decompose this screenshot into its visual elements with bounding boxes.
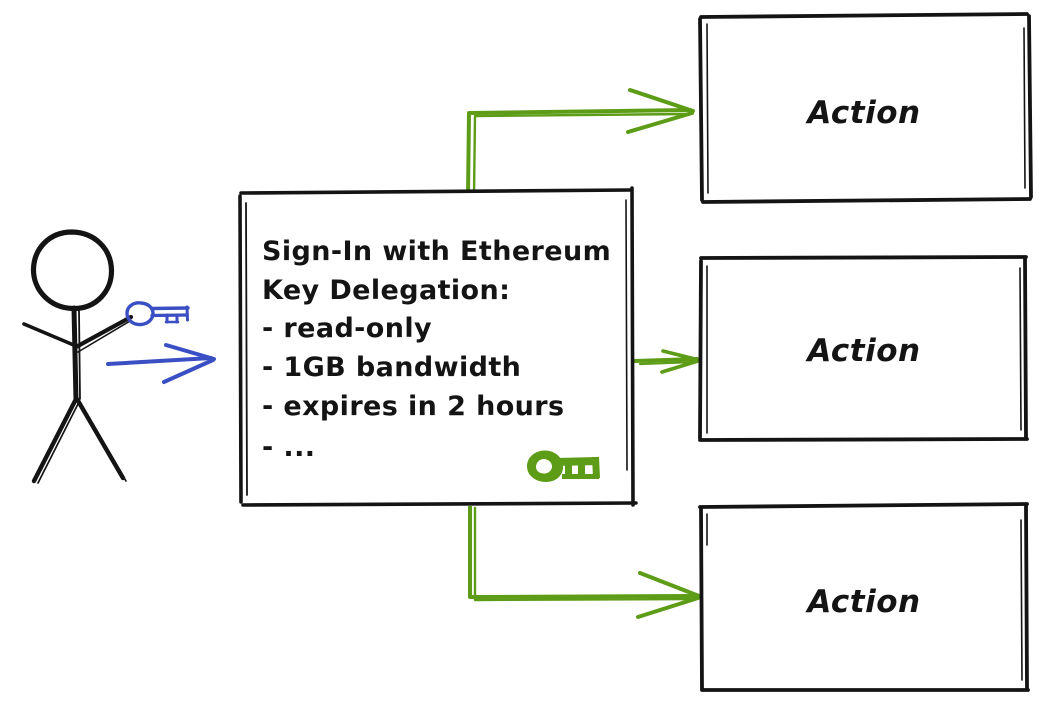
delegation-card-border-left-accent xyxy=(245,202,248,496)
card-heading-line-1: Sign-In with Ethereum xyxy=(262,236,611,267)
arrow-user-to-card-head-top xyxy=(164,343,216,361)
connector-to-action-3-head-bottom xyxy=(636,596,700,619)
delegation-card-border-bottom xyxy=(241,501,638,507)
connector-to-action-3 xyxy=(468,502,701,619)
delegation-card-border-right-accent xyxy=(625,199,628,471)
key-icon-blue-tooth-end xyxy=(185,305,189,322)
key-icon-blue-shaft-top xyxy=(150,306,190,311)
key-icon-green-bow-hole xyxy=(536,459,552,474)
stick-figure-left-leg-accent xyxy=(37,401,80,484)
stick-figure-torso-accent xyxy=(78,309,81,400)
action-box-1-border-top xyxy=(699,12,1029,19)
stick-figure-head-accent xyxy=(36,287,76,311)
action-box-2-label: Action xyxy=(804,333,920,369)
connector-to-action-3-head-top xyxy=(638,571,701,598)
action-box-1-border-right-accent xyxy=(1023,27,1026,189)
action-box-1-border-left-accent xyxy=(706,23,709,194)
action-box-3-border-left xyxy=(699,507,704,691)
action-box-2-border-left xyxy=(698,259,703,440)
key-icon-green-tooth-base xyxy=(562,474,599,479)
key-icon-green-tooth-end xyxy=(592,457,600,478)
action-box-2[interactable]: Action xyxy=(698,255,1029,442)
stick-figure-right-arm-accent xyxy=(77,320,131,353)
action-box-1-border-right xyxy=(1027,14,1033,199)
arrow-user-to-card xyxy=(106,343,216,384)
card-item-2: - expires in 2 hours xyxy=(262,391,564,422)
connector-to-action-1-head-bottom xyxy=(626,111,694,134)
card-item-3: - ... xyxy=(262,432,315,463)
connector-to-action-1-path xyxy=(466,108,692,198)
key-icon-green-tooth-2 xyxy=(578,465,585,476)
action-box-1-border-bottom xyxy=(701,197,1032,204)
action-box-3-border-right-accent xyxy=(1020,519,1023,681)
action-box-2-border-right xyxy=(1023,256,1028,439)
stick-figure-right-arm xyxy=(73,314,134,350)
connector-to-action-2-shaft-accent xyxy=(638,360,696,366)
stick-figure-right-leg-accent xyxy=(79,402,127,482)
key-icon-green-shaft xyxy=(556,457,598,466)
action-box-3-label: Action xyxy=(804,584,920,620)
action-box-1[interactable]: Action xyxy=(698,12,1033,204)
action-box-3[interactable]: Action xyxy=(698,502,1030,692)
action-box-2-border-bottom xyxy=(698,437,1029,442)
stick-figure-user-hit[interactable] xyxy=(20,228,195,488)
connector-to-action-1 xyxy=(466,88,695,198)
action-box-3-fill xyxy=(702,508,1026,688)
action-box-1-fill xyxy=(702,17,1026,197)
action-box-3-hit[interactable] xyxy=(700,503,1030,693)
stick-figure-torso xyxy=(71,305,79,403)
connector-to-action-2 xyxy=(632,349,701,374)
action-box-2-fill xyxy=(702,260,1024,438)
card-item-0: - read-only xyxy=(262,313,432,344)
action-box-1-label: Action xyxy=(804,95,920,131)
key-icon-blue-shaft-bottom xyxy=(150,313,189,318)
delegation-card-fill xyxy=(248,190,634,506)
arrow-user-to-card-shaft xyxy=(106,356,213,366)
connector-to-action-2-shaft xyxy=(632,357,699,363)
action-box-2-border-top xyxy=(699,255,1028,260)
stick-figure-left-arm xyxy=(22,322,78,348)
delegation-card-hit[interactable] xyxy=(240,188,636,508)
arrow-user-to-card-head-bottom xyxy=(162,358,215,384)
delegation-card-border-right xyxy=(630,186,635,507)
key-icon-blue xyxy=(125,301,190,327)
connector-to-action-1-head-top xyxy=(628,88,695,113)
stick-figure-left-leg xyxy=(31,396,79,484)
delegation-card-border-top xyxy=(239,188,633,195)
action-box-1-hit[interactable] xyxy=(700,14,1032,204)
card-heading-line-2: Key Delegation: xyxy=(262,275,510,306)
delegation-card-border-left xyxy=(238,194,243,504)
key-icon-green-tooth-1 xyxy=(565,465,572,476)
card-item-1: - 1GB bandwidth xyxy=(262,352,521,383)
connector-to-action-2-head-bottom xyxy=(660,359,700,374)
action-box-2-hit[interactable] xyxy=(700,256,1028,442)
action-box-1-border-left xyxy=(698,17,704,202)
action-box-2-border-right-accent xyxy=(1019,267,1022,431)
action-box-3-border-top xyxy=(698,502,1029,509)
connector-to-action-2-head-top xyxy=(661,349,701,362)
connector-to-action-1-path-accent xyxy=(472,112,690,198)
stick-figure-user[interactable] xyxy=(22,229,134,484)
key-icon-green xyxy=(527,450,600,483)
action-box-3-border-right xyxy=(1024,504,1029,690)
connector-to-action-3-path xyxy=(468,502,698,599)
delegation-card[interactable]: Sign-In with Ethereum Key Delegation: - … xyxy=(238,186,638,507)
connector-to-action-3-path-accent xyxy=(473,506,696,602)
